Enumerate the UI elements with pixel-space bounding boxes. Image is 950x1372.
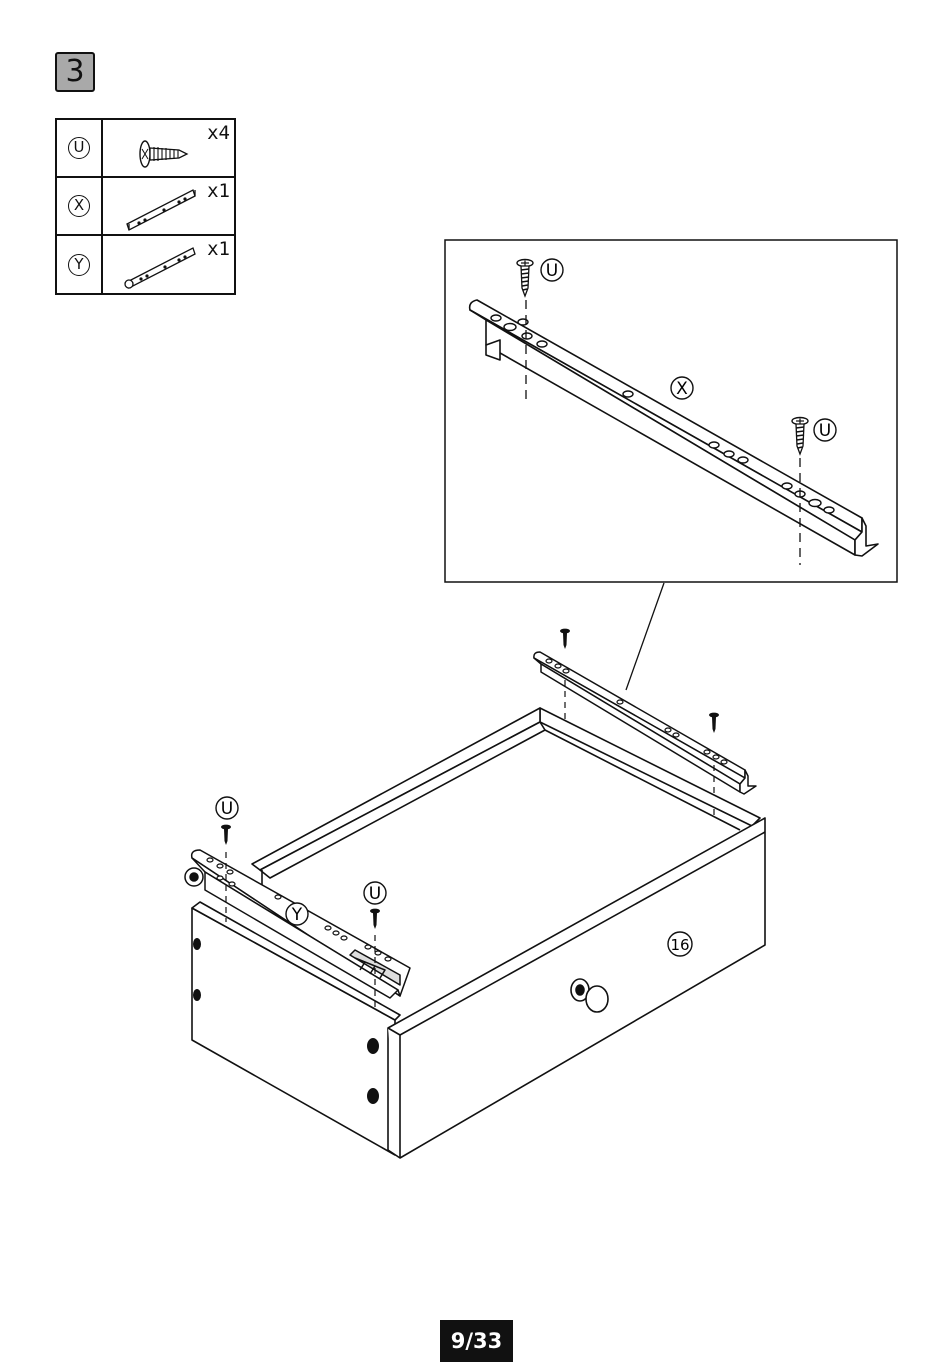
screw-icon: [221, 825, 231, 845]
rail-x-label: X: [676, 379, 688, 399]
drawer-panel-label: 16: [670, 936, 689, 954]
screw-icon: [370, 909, 380, 929]
screw-label: U: [221, 799, 233, 819]
detail-screw-icon: [792, 418, 808, 455]
page-number: 9/33: [440, 1320, 513, 1362]
detail-leader-line: [626, 583, 664, 690]
screw-label: U: [546, 261, 558, 281]
screw-label: U: [369, 884, 381, 904]
rail-y-label: Y: [291, 905, 303, 925]
screw-icon: [709, 713, 719, 733]
screw-icon: [560, 629, 570, 649]
detail-screw-icon: [517, 260, 533, 297]
screw-label: U: [819, 421, 831, 441]
